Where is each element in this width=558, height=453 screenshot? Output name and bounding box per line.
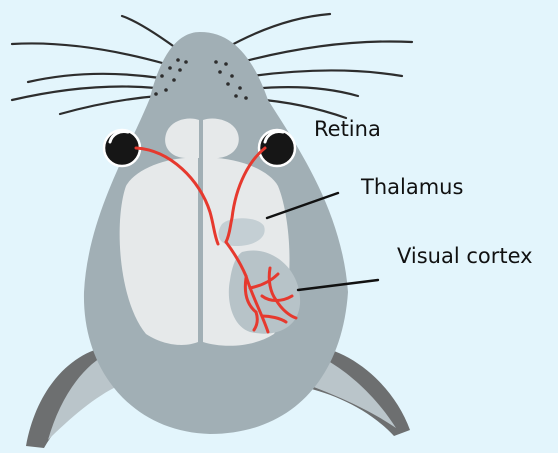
whisker-dot — [234, 94, 238, 98]
whisker-dot — [226, 82, 230, 86]
whisker-left-2 — [12, 43, 166, 64]
whisker-dot — [160, 74, 164, 78]
whisker-dot — [218, 70, 222, 74]
whisker-dot — [154, 92, 158, 96]
whisker-dot — [244, 96, 248, 100]
whisker-dot — [172, 78, 176, 82]
label-visual-cortex: Visual cortex — [397, 246, 533, 267]
whisker-dot — [164, 88, 168, 92]
whisker-right-2 — [234, 41, 412, 64]
whisker-right-1 — [226, 14, 330, 48]
label-thalamus: Thalamus — [361, 177, 463, 198]
whisker-left-5 — [60, 96, 158, 114]
whisker-dot — [224, 62, 228, 66]
whisker-dot — [184, 60, 188, 64]
whisker-left-1 — [122, 16, 176, 48]
whisker-dot — [176, 58, 180, 62]
whisker-dot — [168, 66, 172, 70]
whisker-left-3 — [28, 74, 160, 82]
whisker-dot — [214, 60, 218, 64]
whisker-dot — [238, 86, 242, 90]
label-retina: Retina — [314, 119, 381, 140]
whisker-right-3 — [238, 70, 402, 78]
whisker-dot — [230, 74, 234, 78]
whisker-dot — [178, 68, 182, 72]
